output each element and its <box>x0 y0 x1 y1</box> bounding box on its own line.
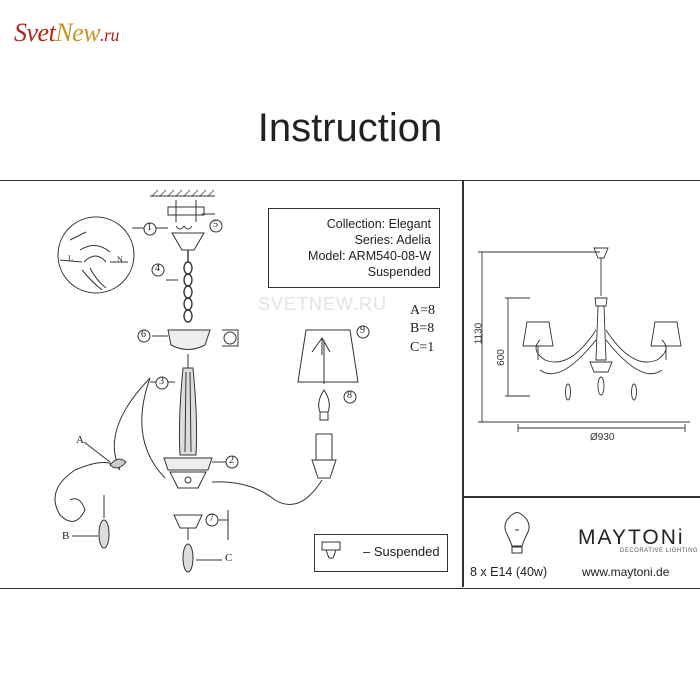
series-text: Series: Adelia <box>354 233 431 247</box>
site-logo: SvetNew.ru <box>14 18 120 48</box>
part-label-a: A <box>76 434 84 446</box>
suspended-label: – Suspended <box>363 544 440 559</box>
step-6-label: 6 <box>141 329 146 340</box>
step-5-label: 5 <box>213 219 218 230</box>
sheet-divider-vertical <box>462 180 464 587</box>
collection-text: Collection: Elegant <box>326 217 431 231</box>
brand-website: www.maytoni.de <box>582 565 670 579</box>
dimension-body-height: 600 <box>495 349 507 366</box>
logo-part-ru: .ru <box>100 25 120 45</box>
model-text: Model: ARM540-08-W <box>308 249 431 263</box>
suspended-legend: – Suspended <box>314 534 448 572</box>
watermark: SVETNEW.RU <box>258 294 388 314</box>
page-title: Instruction <box>257 106 443 150</box>
part-label-b: B <box>62 530 70 542</box>
parts-code-a: A=8 <box>410 303 436 318</box>
step-8-label: 8 <box>347 390 352 401</box>
parts-code-b: B=8 <box>410 321 435 336</box>
step-9-label: 9 <box>360 325 365 336</box>
parts-code-c: C=1 <box>410 340 435 355</box>
step-1-label: 1 <box>147 222 152 233</box>
type-text: Suspended <box>367 265 431 279</box>
wire-label-n: N <box>117 255 123 264</box>
wire-label-l: L <box>68 254 73 263</box>
step-3-label: 3 <box>159 376 164 387</box>
part-label-c: C <box>225 552 233 564</box>
logo-part-new: New <box>55 18 101 47</box>
step-2-label: 2 <box>229 455 234 466</box>
instruction-sheet <box>0 180 700 589</box>
step-7-label: 7 <box>209 513 214 524</box>
dimension-diameter: Ø930 <box>590 432 615 443</box>
brand-logo: MAYTONi <box>578 526 685 549</box>
logo-part-svet: Svet <box>14 18 56 47</box>
sheet-divider-horizontal <box>462 496 700 498</box>
brand-tagline: DECORATIVE LIGHTING <box>620 548 699 554</box>
bulb-spec: 8 x E14 (40w) <box>470 565 548 579</box>
step-4-label: 4 <box>155 263 160 274</box>
product-info-box: Collection: Elegant Series: Adelia Model… <box>268 208 440 288</box>
dimension-total-height: 1130 <box>473 322 485 345</box>
